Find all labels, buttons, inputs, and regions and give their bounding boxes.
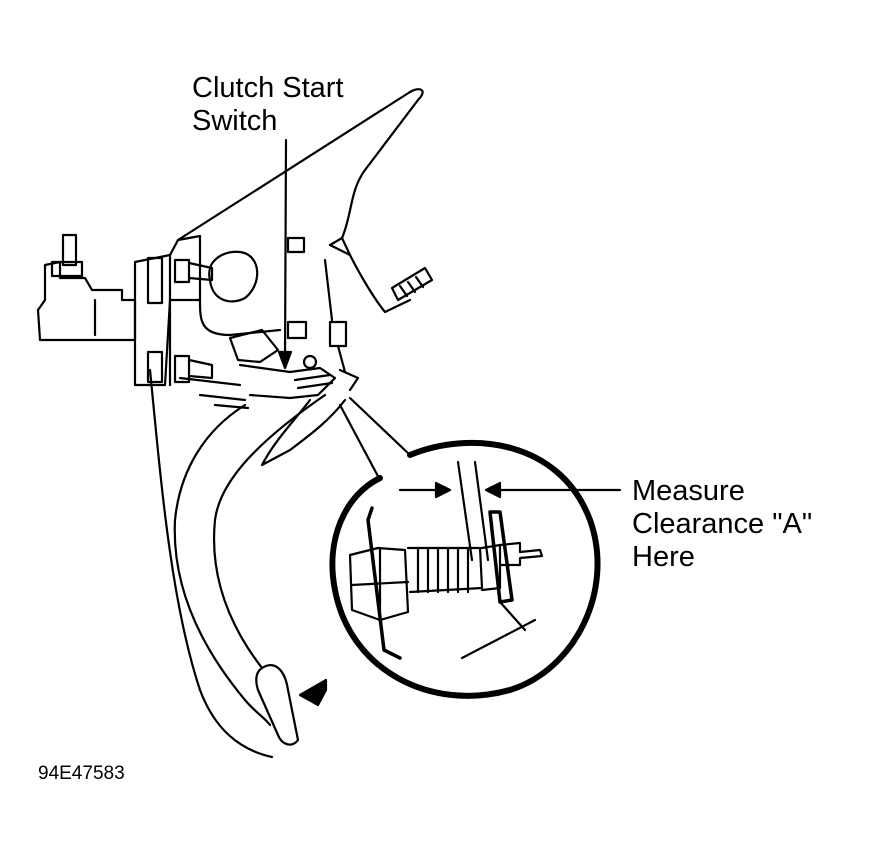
- clutch-switch-label-line-1: Clutch Start: [192, 72, 344, 104]
- measure-label-line-1: Measure: [632, 475, 745, 507]
- press-arrow: [298, 678, 328, 707]
- clutch-switch-label-line-2: Switch: [192, 105, 278, 137]
- pedal-arm: [173, 403, 272, 727]
- mounting-bracket: [133, 234, 202, 387]
- clutch-switch-assembly: [178, 328, 360, 410]
- switch-leader: [283, 138, 288, 362]
- clearance-dimension: [398, 481, 622, 499]
- firewall-edge: [148, 368, 274, 759]
- detail-circle: [329, 439, 601, 699]
- figure-id: 94E47583: [38, 763, 125, 784]
- adjuster-bolt: [390, 266, 434, 302]
- measure-label-line-3: Here: [632, 541, 695, 573]
- support-cutout: [208, 250, 259, 303]
- master-cylinder: [36, 233, 137, 342]
- pushrod: [323, 258, 334, 322]
- pedal-pad: [255, 664, 300, 746]
- measure-clearance-label: Measure Clearance "A" Here: [632, 475, 812, 574]
- callout-leader: [338, 396, 412, 482]
- bracket-bolts: [173, 258, 214, 384]
- measure-label-line-2: Clearance "A": [632, 508, 813, 540]
- pedal-support: [176, 88, 424, 247]
- clutch-switch-label: Clutch Start Switch: [192, 72, 344, 138]
- support-rib: [340, 236, 412, 314]
